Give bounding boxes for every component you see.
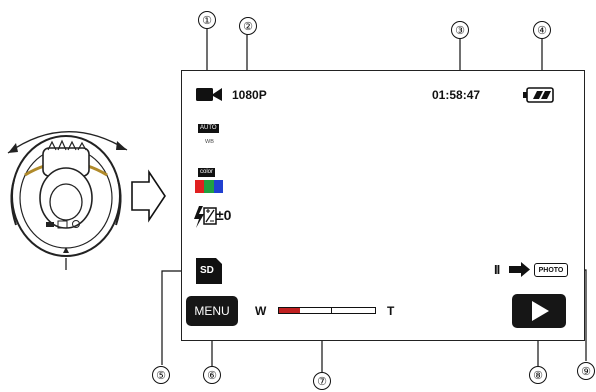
recording-time: 01:58:47	[432, 88, 481, 102]
color-swatch-green	[204, 180, 214, 193]
color-swatch-red	[195, 180, 204, 193]
photo-mode-button[interactable]: PHOTO	[534, 263, 568, 277]
pause-icon: II	[494, 262, 500, 277]
exposure-value: ±0	[216, 207, 232, 223]
color-swatch-blue	[214, 180, 223, 193]
callout-5: ⑤	[152, 366, 170, 384]
zoom-bar[interactable]	[278, 307, 376, 314]
zoom-wide-label: W	[255, 304, 267, 318]
color-mode-badge: color	[198, 168, 216, 177]
callout-9: ⑨	[577, 362, 595, 380]
menu-button[interactable]: MENU	[186, 296, 238, 326]
callout-3: ③	[451, 21, 469, 39]
callout-2: ②	[239, 17, 257, 35]
callout-8: ⑧	[529, 366, 547, 384]
wb-caption: WB	[205, 139, 214, 145]
resolution-text: 1080P	[232, 88, 267, 102]
play-icon	[532, 301, 549, 321]
callout-6: ⑥	[203, 366, 221, 384]
callout-1: ①	[198, 11, 216, 29]
callout-7: ⑦	[313, 372, 331, 390]
callout-4: ④	[533, 21, 551, 39]
sd-card-label: SD	[200, 265, 214, 276]
zoom-tele-label: T	[387, 304, 395, 318]
wb-mode-badge: AUTO	[198, 124, 219, 133]
zoom-level-fill	[279, 308, 301, 313]
play-button[interactable]	[512, 294, 566, 328]
zoom-bar-divider	[331, 308, 332, 313]
